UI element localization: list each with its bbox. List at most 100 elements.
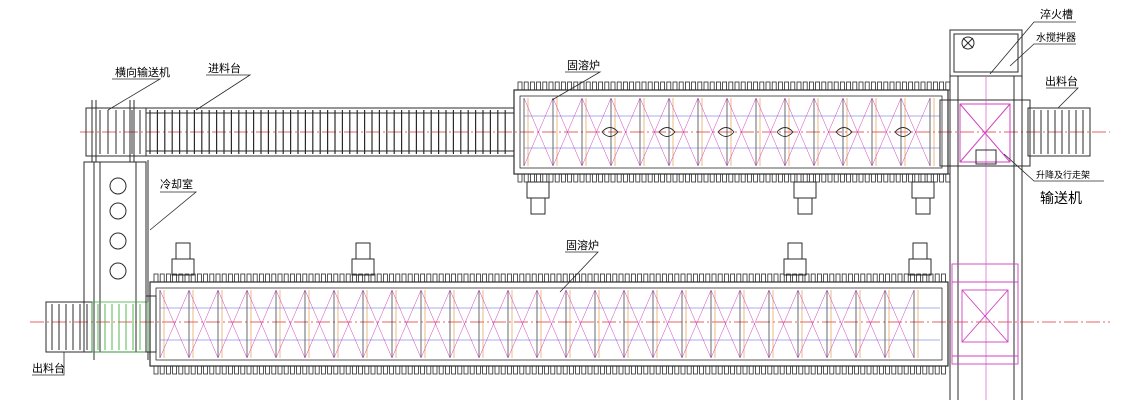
heater-element (234, 273, 240, 283)
heater-element (771, 173, 777, 183)
heater-element (660, 81, 665, 91)
heater-element (699, 365, 704, 375)
heater-element (463, 365, 469, 375)
heater-element (600, 365, 605, 375)
heater-element (711, 273, 717, 283)
leader-discharge-left (32, 352, 65, 376)
heater-element (662, 365, 667, 375)
cooling-chamber (83, 160, 149, 360)
heater-element (604, 173, 610, 183)
heater-element (649, 273, 655, 283)
heater-element (513, 273, 518, 283)
heater-element (407, 273, 413, 283)
heater-element (833, 81, 839, 91)
heater-element (506, 365, 512, 375)
leader-discharge-right (1046, 87, 1079, 109)
heater-element (482, 365, 488, 375)
heater-element (840, 173, 845, 183)
heater-element (457, 365, 463, 375)
heater-element (666, 173, 672, 183)
heater-element (641, 81, 647, 91)
heater-element (469, 365, 475, 375)
heater-element (345, 273, 351, 283)
heater-element (561, 173, 566, 183)
heater-element (841, 273, 847, 283)
heater-element (227, 365, 233, 375)
heater-element (761, 365, 766, 375)
heater-element (525, 273, 531, 283)
heater-element (829, 365, 835, 375)
zone-cross (159, 289, 190, 359)
heater-element (500, 273, 506, 283)
heater-element (426, 365, 432, 375)
zone-cross (420, 289, 451, 359)
heater-element (165, 273, 171, 283)
heater-element (544, 365, 549, 375)
heater-element (635, 81, 641, 91)
cross-conveyor (85, 100, 147, 162)
heater-element (523, 173, 529, 183)
heater-element (569, 365, 574, 375)
heater-element (271, 273, 277, 283)
heater-element (716, 173, 721, 183)
heater-element (902, 173, 907, 183)
heater-element (889, 173, 895, 183)
heater-element (691, 81, 696, 91)
zone-cross (739, 289, 770, 359)
heater-element (773, 273, 779, 283)
heater-element (536, 81, 541, 91)
heater-element (488, 273, 494, 283)
heater-element (809, 81, 814, 91)
heater-element (877, 81, 882, 91)
heater-element (934, 273, 940, 283)
heater-element (848, 273, 853, 283)
zone-cross (623, 289, 654, 359)
heater-element (308, 365, 314, 375)
zone-cross (842, 97, 873, 167)
workpiece (894, 127, 912, 137)
zone-cross (784, 97, 815, 167)
heater-element (647, 81, 653, 91)
heater-element (654, 81, 659, 91)
heater-element (879, 365, 884, 375)
heater-element (178, 273, 184, 283)
heater-element (593, 273, 599, 283)
heater-element (761, 273, 766, 283)
heater-element (885, 365, 890, 375)
heater-element (196, 273, 202, 283)
heater-element (798, 365, 804, 375)
heater-element (561, 81, 566, 91)
heater-element (779, 365, 785, 375)
discharge-table-left (45, 301, 93, 353)
heater-element (821, 81, 827, 91)
heater-element (606, 273, 611, 283)
heater-element (538, 365, 543, 375)
heater-element (945, 173, 951, 183)
heater-element (939, 81, 944, 91)
heater-element (655, 365, 661, 375)
heater-element (686, 273, 692, 283)
heater-element (792, 273, 797, 283)
heater-element (852, 173, 858, 183)
heater-element (277, 273, 283, 283)
heater-element (544, 273, 549, 283)
zone-cross (188, 289, 219, 359)
heater-element (296, 365, 302, 375)
heater-element (165, 365, 171, 375)
heater-element (686, 365, 692, 375)
heater-element (153, 365, 159, 375)
heater-element (910, 365, 915, 375)
heater-element (252, 273, 258, 283)
heater-element (920, 81, 926, 91)
zone-cross (681, 289, 712, 359)
heater-element (631, 365, 636, 375)
heater-element (172, 365, 178, 375)
heater-element (821, 173, 827, 183)
heater-element (649, 365, 655, 375)
heater-element (314, 273, 320, 283)
heater-element (536, 173, 541, 183)
heater-element (742, 365, 748, 375)
heater-element (370, 273, 376, 283)
zone-cross (275, 289, 306, 359)
heater-element (709, 81, 715, 91)
